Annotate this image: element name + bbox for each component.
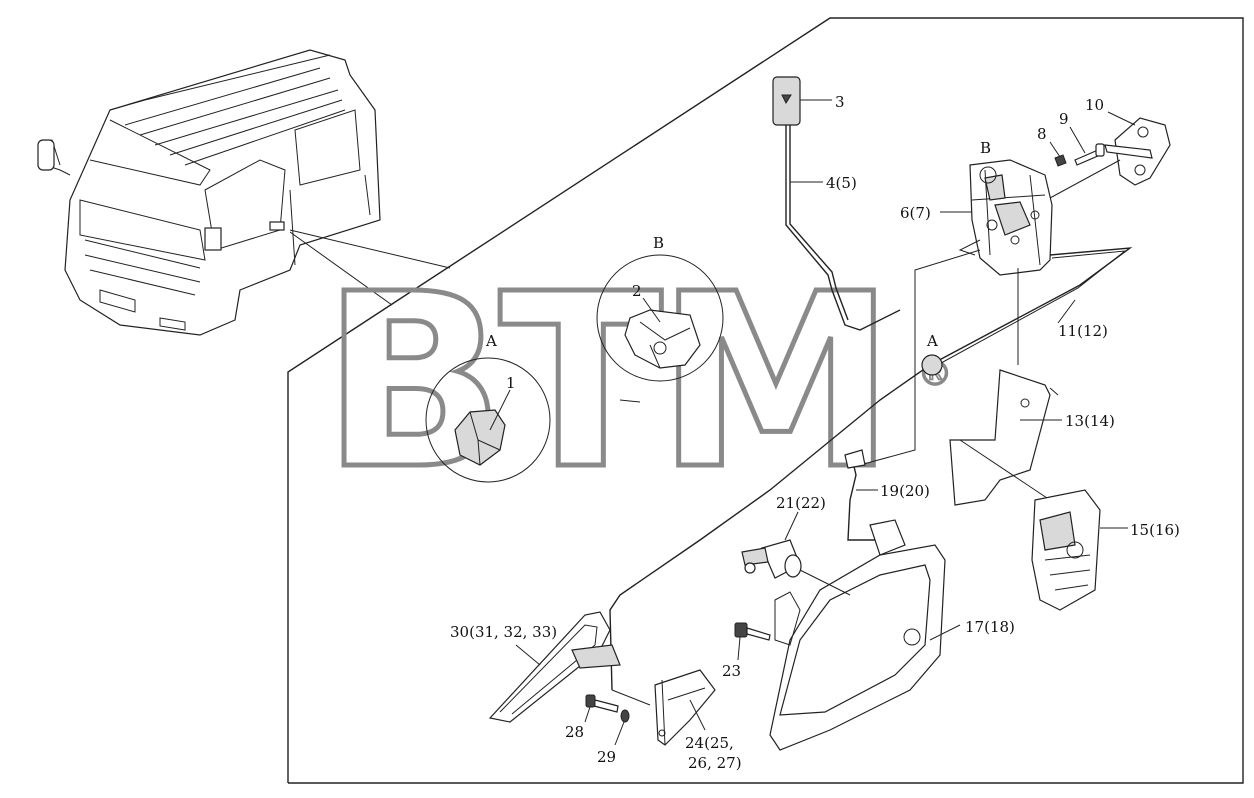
- part-label-2: 2: [632, 282, 642, 300]
- part-24-bracket: 24(25, 26, 27): [654, 669, 742, 772]
- part-4-lock-rod: 4(5): [785, 125, 901, 331]
- part-label-13-14: 13(14): [1065, 412, 1115, 430]
- part-13-bracket: 13(14): [949, 369, 1115, 506]
- detail-a-callout: A 1: [425, 332, 551, 483]
- part-label-4-5: 4(5): [826, 174, 857, 192]
- part-15-actuator: 15(16): [1031, 489, 1180, 611]
- part-30-inside-handle: 30(31, 32, 33): [450, 611, 621, 723]
- part-label-28: 28: [565, 723, 584, 741]
- part-label-23: 23: [722, 662, 741, 680]
- watermark-text: BTM: [322, 242, 889, 522]
- part-8-washer: 8: [1037, 125, 1067, 167]
- part-17-outside-handle: 17(18): [769, 519, 1015, 751]
- diagram-frame: [287, 17, 1244, 784]
- part-label-24-line1: 24(25,: [685, 734, 734, 752]
- part-28-screw: 28: [565, 694, 619, 741]
- part-label-8: 8: [1037, 125, 1047, 143]
- part-label-24-line2: 26, 27): [688, 754, 742, 772]
- part-21-key-cylinder: 21(22): [741, 494, 826, 579]
- btm-watermark: BTM ®: [320, 240, 953, 525]
- part-label-29: 29: [597, 748, 616, 766]
- detail-a-marker: A: [921, 332, 943, 376]
- part-3-lock-knob: 3: [772, 76, 845, 126]
- part-10-striker: 10: [1085, 96, 1171, 186]
- part-label-21-22: 21(22): [776, 494, 826, 512]
- part-label-3: 3: [835, 93, 845, 111]
- part-29-washer: 29: [597, 709, 630, 766]
- part-11-outer-rod: 11(12): [609, 247, 1133, 691]
- part-23-bolt: 23: [722, 622, 771, 680]
- truck-cab-illustration: [37, 49, 381, 336]
- part-label-17-18: 17(18): [965, 618, 1015, 636]
- detail-a-marker-letter: A: [926, 332, 938, 350]
- detail-a-letter: A: [485, 332, 497, 350]
- part-19-link-rod: 19(20): [844, 449, 930, 541]
- part-label-10: 10: [1085, 96, 1104, 114]
- part-label-9: 9: [1059, 110, 1069, 128]
- part-9-bolt: 9: [1059, 110, 1105, 166]
- part-label-15-16: 15(16): [1130, 521, 1180, 539]
- part-label-19-20: 19(20): [880, 482, 930, 500]
- detail-b-letter: B: [653, 234, 664, 252]
- detail-b-marker: B: [980, 139, 991, 157]
- part-label-11-12: 11(12): [1058, 322, 1108, 340]
- part-label-30-33: 30(31, 32, 33): [450, 623, 557, 641]
- part-label-6-7: 6(7): [900, 204, 931, 222]
- detail-b-callout: B 2: [596, 234, 724, 382]
- part-label-1: 1: [506, 374, 516, 392]
- part-6-door-lock-assembly: 6(7) B: [900, 139, 1053, 276]
